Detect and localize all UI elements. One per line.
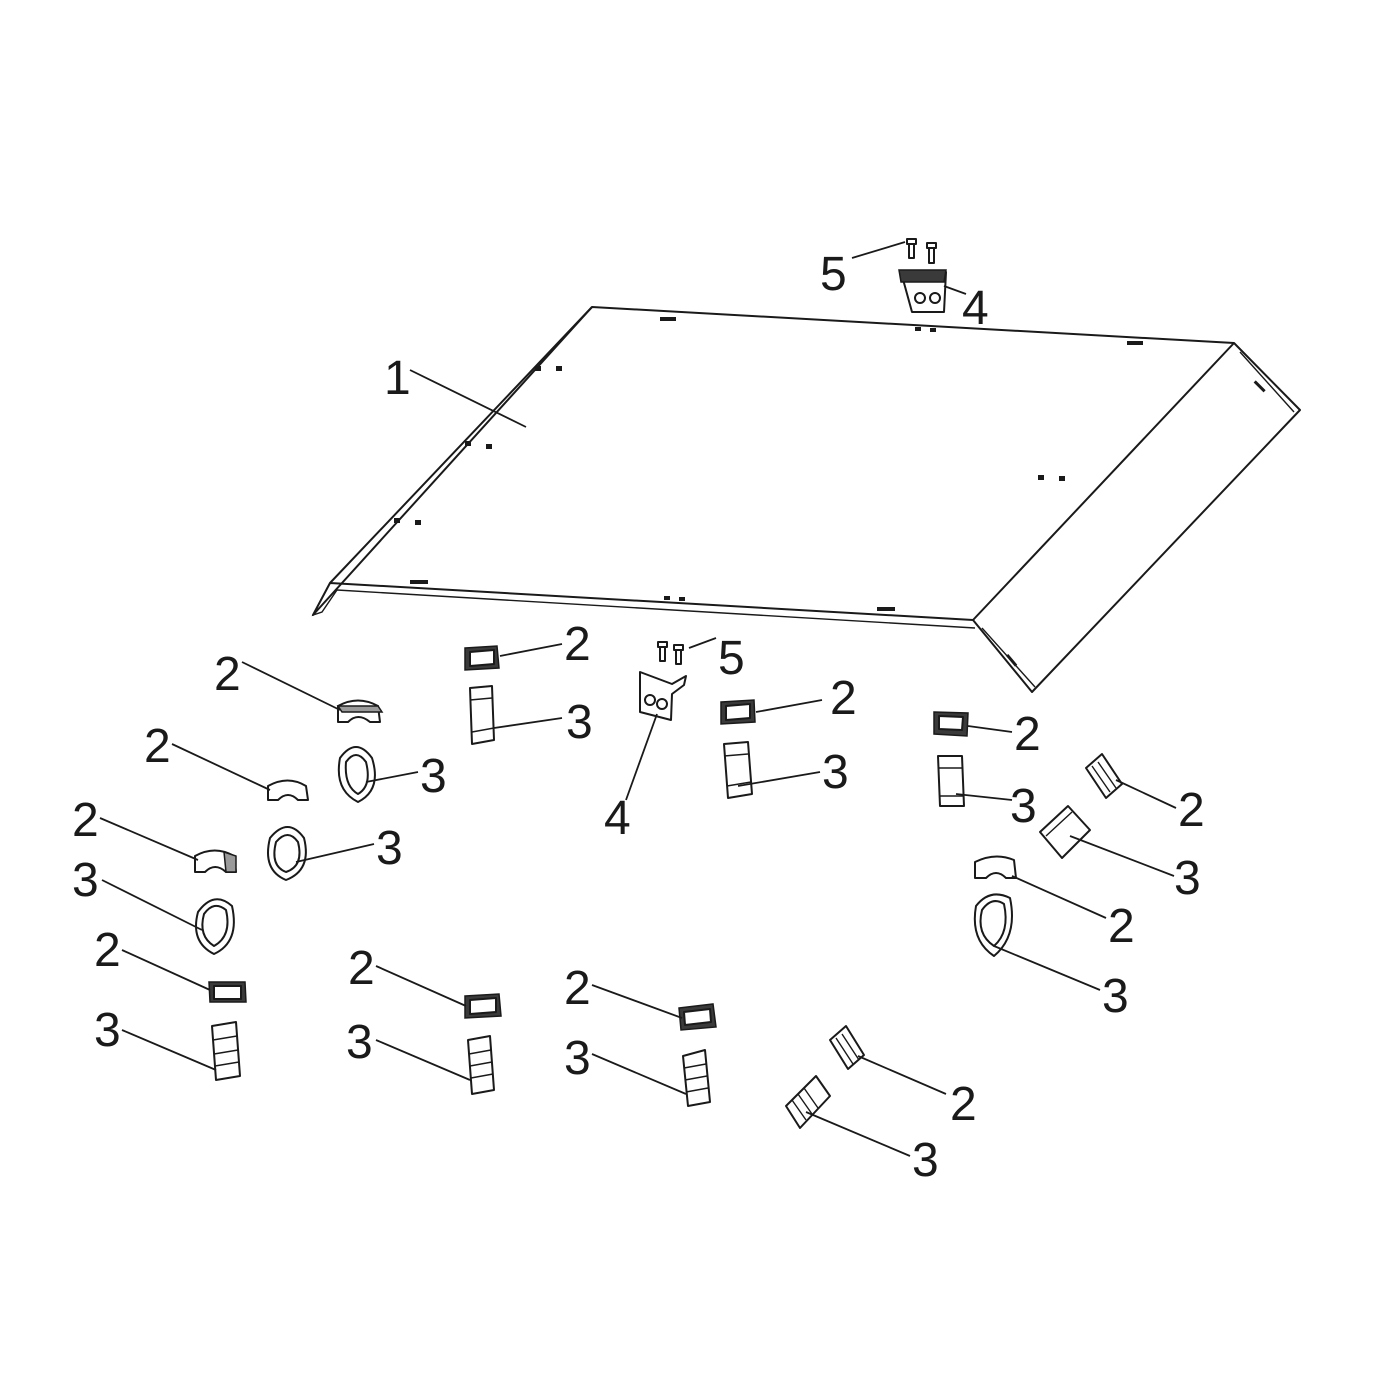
clamp-6: [464, 993, 502, 1019]
band-3: [267, 826, 307, 881]
callout-2: 2: [564, 962, 591, 1015]
band-1: [469, 685, 495, 745]
band-6: [467, 1035, 495, 1095]
callout-2: 2: [1014, 708, 1041, 761]
bands: [195, 685, 1091, 1129]
band-10: [1039, 805, 1091, 859]
callout-3: 3: [1102, 970, 1129, 1023]
callout-3: 3: [1010, 780, 1037, 833]
clamp-12: [829, 1025, 865, 1070]
callout-3: 3: [420, 750, 447, 803]
band-8: [723, 741, 753, 799]
callout-3: 3: [912, 1134, 939, 1187]
clamp-10: [1085, 753, 1123, 799]
band-2: [337, 746, 376, 803]
clamps: [194, 645, 1123, 1070]
panel-slots: [394, 317, 1266, 667]
callout-3: 3: [72, 854, 99, 907]
callout-2: 2: [94, 924, 121, 977]
clamp-5: [208, 981, 247, 1003]
callout-numbers: 1 5 4 5 4 2 2 2 2 2 2 2 2 2 2 2 2 3 3 3 …: [72, 248, 1205, 1187]
callout-4-top: 4: [962, 282, 989, 335]
bolts-middle: [657, 641, 684, 665]
callout-3: 3: [376, 822, 403, 875]
callout-2: 2: [1178, 784, 1205, 837]
callout-2: 2: [348, 942, 375, 995]
callout-2: 2: [72, 794, 99, 847]
callout-3: 3: [564, 1032, 591, 1085]
leader-lines: [99, 241, 1177, 1157]
clamp-2: [336, 699, 384, 723]
callout-5-top: 5: [820, 248, 847, 301]
band-12: [785, 1075, 831, 1129]
callout-3: 3: [1174, 852, 1201, 905]
band-4: [195, 898, 235, 955]
callout-2: 2: [214, 648, 241, 701]
band-5: [211, 1021, 241, 1081]
callout-1: 1: [384, 352, 411, 405]
band-9: [937, 755, 965, 807]
callout-5-middle: 5: [718, 632, 745, 685]
clamp-9: [933, 711, 969, 737]
callout-2: 2: [564, 618, 591, 671]
band-11: [973, 893, 1013, 957]
clamp-7: [678, 1003, 717, 1031]
clamp-11: [974, 855, 1017, 879]
callout-2: 2: [144, 720, 171, 773]
callout-2: 2: [830, 672, 857, 725]
callout-3: 3: [566, 696, 593, 749]
clamp-4: [194, 849, 237, 873]
band-7: [682, 1049, 711, 1107]
callout-3: 3: [94, 1004, 121, 1057]
clamp-8: [720, 699, 756, 725]
callout-4-middle: 4: [604, 792, 631, 845]
bracket-middle: [639, 671, 687, 721]
callout-3: 3: [346, 1016, 373, 1069]
callout-3: 3: [822, 746, 849, 799]
bracket-top: [898, 269, 947, 313]
clamp-1: [464, 645, 500, 671]
callout-2: 2: [950, 1078, 977, 1131]
clamp-3: [267, 779, 309, 801]
callout-2: 2: [1108, 900, 1135, 953]
roof-panel: [311, 306, 1301, 693]
bolts-top: [906, 238, 937, 264]
